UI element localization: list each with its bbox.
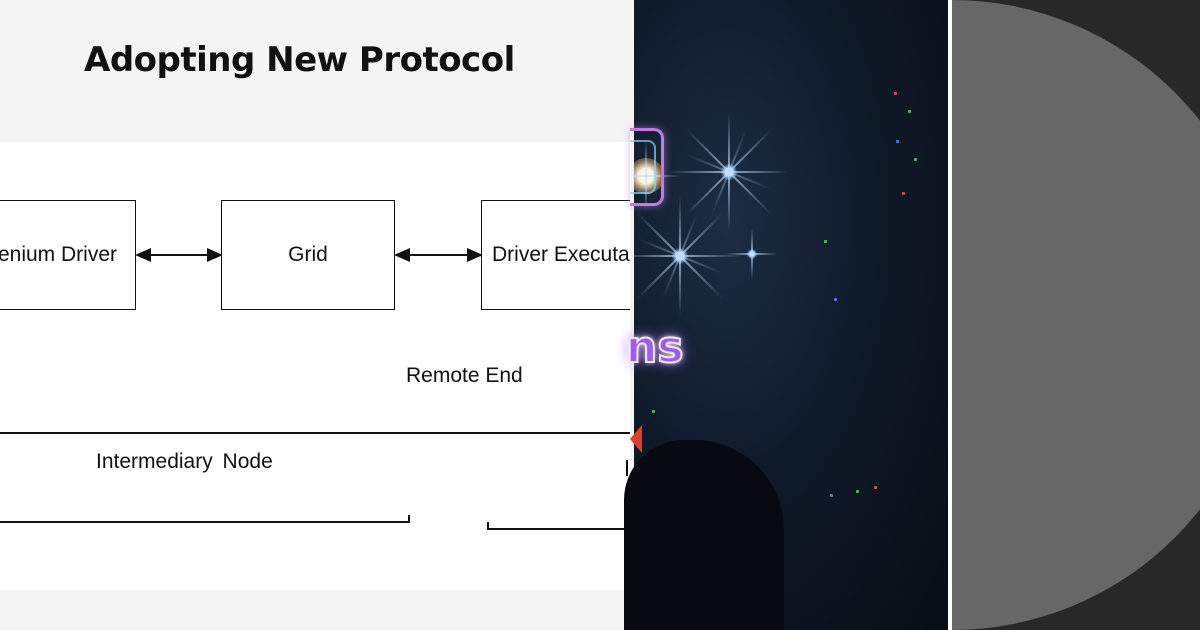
protocol-diagram: Selenium Driver Grid Driver Executable R… <box>0 142 630 590</box>
remote-bracket <box>487 522 630 530</box>
bracket-tick <box>626 460 628 476</box>
intermediary-bracket <box>0 515 410 523</box>
slide-title: Adopting New Protocol <box>84 40 515 80</box>
intermediary-node-label: Intermediary Node <box>96 450 273 473</box>
slide-panel: Adopting New Protocol Selenium Driver Gr… <box>0 0 634 630</box>
panel-divider <box>948 0 952 630</box>
circle-panel <box>952 0 1200 630</box>
divider-line <box>0 432 630 434</box>
driver-executable-label: Driver Executable <box>492 243 630 266</box>
driver-executable-box: Driver Executable <box>481 200 630 310</box>
grey-circle <box>952 0 1200 630</box>
double-arrow-grid-executable <box>394 248 483 262</box>
selenium-driver-label: Selenium Driver <box>0 243 117 266</box>
neon-frame-shape <box>630 128 664 206</box>
remote-end-label: Remote End <box>406 364 523 387</box>
red-shape <box>630 425 642 453</box>
double-arrow-driver-grid <box>135 248 223 262</box>
neon-frame-shape-inner <box>630 140 656 194</box>
dark-silhouette <box>624 440 784 630</box>
glowing-overlay-text: ns <box>625 321 684 374</box>
grid-label: Grid <box>288 243 328 266</box>
grid-box: Grid <box>221 200 395 310</box>
selenium-driver-box: Selenium Driver <box>0 200 136 310</box>
